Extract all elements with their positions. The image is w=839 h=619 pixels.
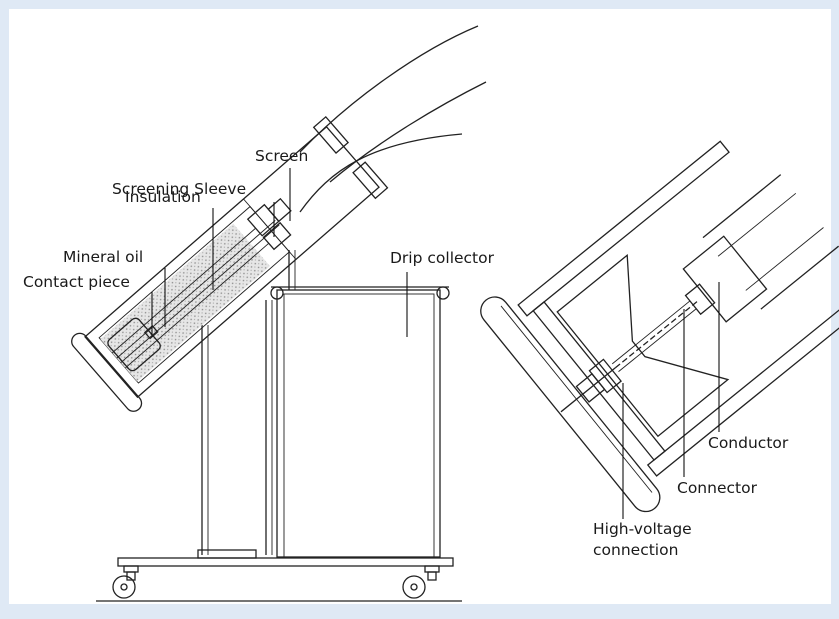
top-lid-left <box>312 115 350 154</box>
left-diagram: Screen Screening Sleeve Insulation Miner… <box>23 25 495 602</box>
cable-inner-curve <box>329 81 487 183</box>
label-connector: Connector <box>677 479 758 497</box>
test-vessel <box>71 115 389 412</box>
left-caster <box>112 565 139 599</box>
foot-rail <box>71 332 143 412</box>
drip-collector <box>270 286 450 558</box>
contact-pin <box>143 324 159 340</box>
label-insulation-text: Insulation <box>125 188 201 206</box>
right-diagram: Conductor Connector High-voltage connect… <box>480 140 839 559</box>
insulator-cone <box>556 253 730 438</box>
label-conductor: Conductor <box>708 434 789 452</box>
termination-detail <box>480 140 839 513</box>
label-high-voltage-1: High-voltage <box>593 520 692 538</box>
label-drip-collector: Drip collector <box>390 249 495 267</box>
label-screening-sleeve: Screening Sleeve <box>112 180 246 198</box>
contact-piece-block <box>107 317 161 372</box>
label-screen: Screen <box>255 147 308 165</box>
vessel-outer-wall <box>84 125 380 399</box>
label-contact-piece: Contact piece <box>23 273 130 291</box>
cable-conductor-curve <box>299 133 463 213</box>
white-panel <box>9 9 831 604</box>
conductor-sleeve <box>682 235 768 323</box>
right-caster <box>402 565 440 599</box>
screen-sleeve-part-c <box>262 221 292 251</box>
housing-lower-wall <box>646 300 839 477</box>
top-lid-right <box>352 161 389 200</box>
label-high-voltage-2: connection <box>593 541 678 559</box>
housing-upper-wall <box>517 140 730 317</box>
support-stand <box>96 250 462 602</box>
foot-rail-right <box>480 296 661 513</box>
label-mineral-oil: Mineral oil <box>63 248 143 266</box>
mineral-oil-fill <box>100 223 270 382</box>
